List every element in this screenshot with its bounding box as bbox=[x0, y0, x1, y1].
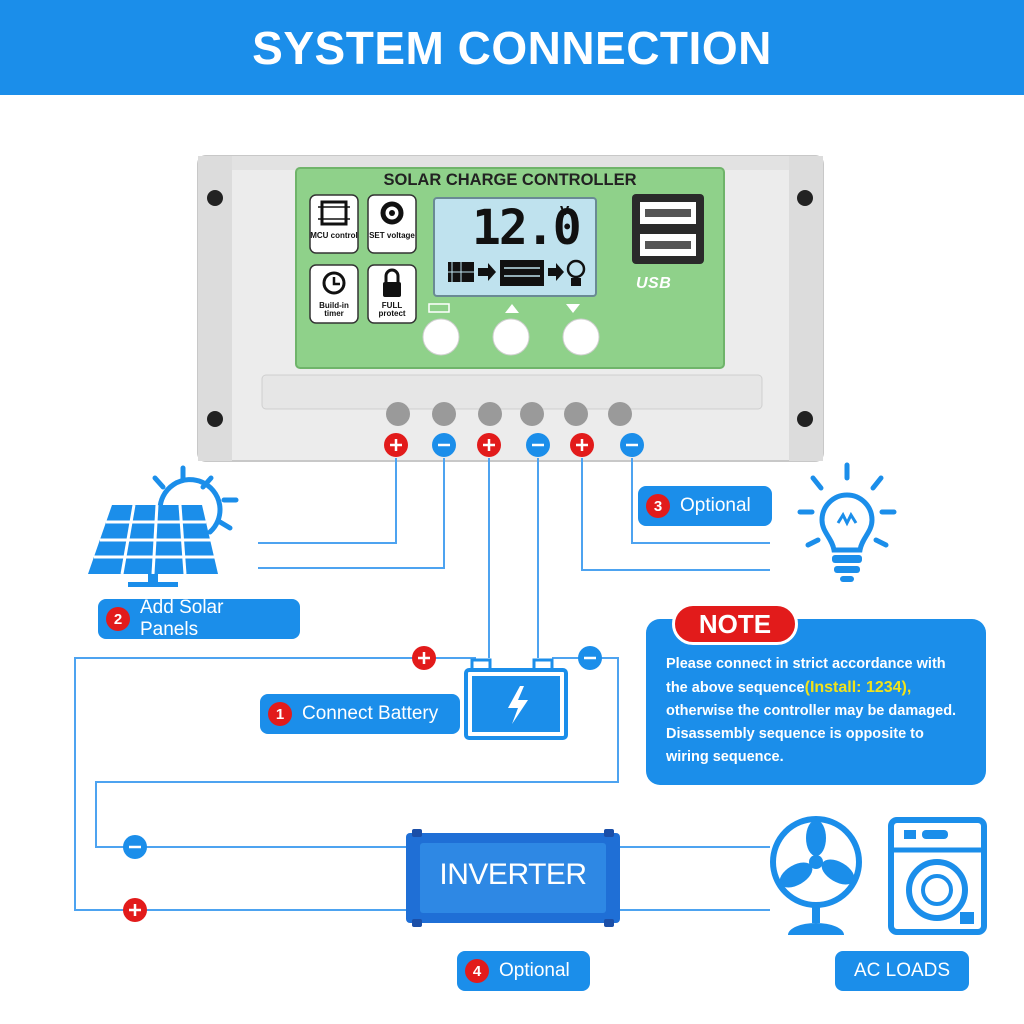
lock-icon bbox=[383, 268, 401, 297]
menu-button[interactable] bbox=[422, 318, 460, 356]
lcd-bulb-icon bbox=[566, 259, 586, 286]
inverter-positive-marker bbox=[123, 898, 147, 922]
lcd-battery-icon bbox=[500, 260, 544, 286]
controller-title: SOLAR CHARGE CONTROLLER bbox=[383, 171, 637, 189]
note-highlight: (Install: 1234), bbox=[804, 679, 912, 696]
feature-timer-label: Build-in timer bbox=[319, 301, 349, 318]
battery-positive-marker bbox=[412, 646, 436, 670]
lcd-voltage-unit: V bbox=[560, 204, 570, 218]
step-number: 2 bbox=[106, 607, 130, 631]
up-button[interactable] bbox=[492, 318, 530, 356]
feature-protect-label: FULL protect bbox=[378, 301, 406, 318]
lightning-icon bbox=[508, 686, 528, 724]
note-box: Please connect in strict accordance with… bbox=[646, 619, 986, 785]
page-title: SYSTEM CONNECTION bbox=[252, 21, 772, 74]
step-2-solar-pill: 2 Add Solar Panels bbox=[98, 597, 300, 640]
inverter-unit bbox=[406, 829, 620, 927]
battery-negative-marker bbox=[578, 646, 602, 670]
positive-terminal-battery bbox=[477, 433, 501, 457]
lcd-voltage-value: 12.0 bbox=[472, 200, 582, 256]
terminal-markers bbox=[123, 433, 644, 922]
note-text-after: otherwise the controller may be damaged.… bbox=[666, 703, 957, 765]
step-label: Add Solar Panels bbox=[140, 597, 224, 640]
header-banner: SYSTEM CONNECTION bbox=[0, 0, 1024, 95]
negative-terminal-load bbox=[620, 433, 644, 457]
sun-icon bbox=[152, 465, 239, 535]
step-number: 1 bbox=[268, 702, 292, 726]
light-bulb-icon bbox=[797, 462, 897, 582]
positive-terminal-load bbox=[570, 433, 594, 457]
note-badge: NOTE bbox=[672, 603, 798, 645]
step-3-load-pill: 3 Optional bbox=[638, 486, 772, 526]
solar-panel-icon bbox=[88, 504, 218, 587]
wires bbox=[74, 458, 770, 911]
note-text-before: Please connect in strict accordance with… bbox=[666, 656, 946, 696]
fan-icon bbox=[770, 816, 862, 935]
inverter-negative-marker bbox=[123, 835, 147, 859]
usb-label: USB bbox=[636, 275, 672, 292]
positive-terminal-solar bbox=[384, 433, 408, 457]
ac-loads-pill: AC LOADS bbox=[835, 951, 969, 991]
battery-icon bbox=[464, 658, 568, 740]
step-1-battery-pill: 1 Connect Battery bbox=[260, 694, 460, 734]
feature-set-label: SET voltage bbox=[369, 231, 415, 240]
step-label: Optional bbox=[499, 960, 570, 981]
inverter-label: INVERTER bbox=[439, 858, 587, 891]
lcd-solar-icon bbox=[448, 262, 474, 282]
negative-terminal-battery bbox=[526, 433, 550, 457]
step-number: 3 bbox=[646, 494, 670, 518]
step-label: Connect Battery bbox=[302, 703, 439, 724]
usb-ports[interactable] bbox=[632, 194, 704, 264]
chip-icon bbox=[318, 200, 350, 226]
note-text: Please connect in strict accordance with… bbox=[666, 653, 970, 769]
negative-terminal-solar bbox=[432, 433, 456, 457]
feature-mcu-label: MCU control bbox=[310, 231, 358, 240]
step-label: Optional bbox=[680, 495, 751, 516]
clock-icon bbox=[322, 271, 346, 295]
washing-machine-icon bbox=[888, 817, 987, 935]
down-button[interactable] bbox=[562, 318, 600, 356]
ac-loads-label: AC LOADS bbox=[853, 960, 951, 981]
gear-icon bbox=[380, 201, 404, 225]
charge-controller bbox=[197, 155, 824, 462]
step-4-inverter-pill: 4 Optional bbox=[457, 951, 590, 991]
step-number: 4 bbox=[465, 959, 489, 983]
